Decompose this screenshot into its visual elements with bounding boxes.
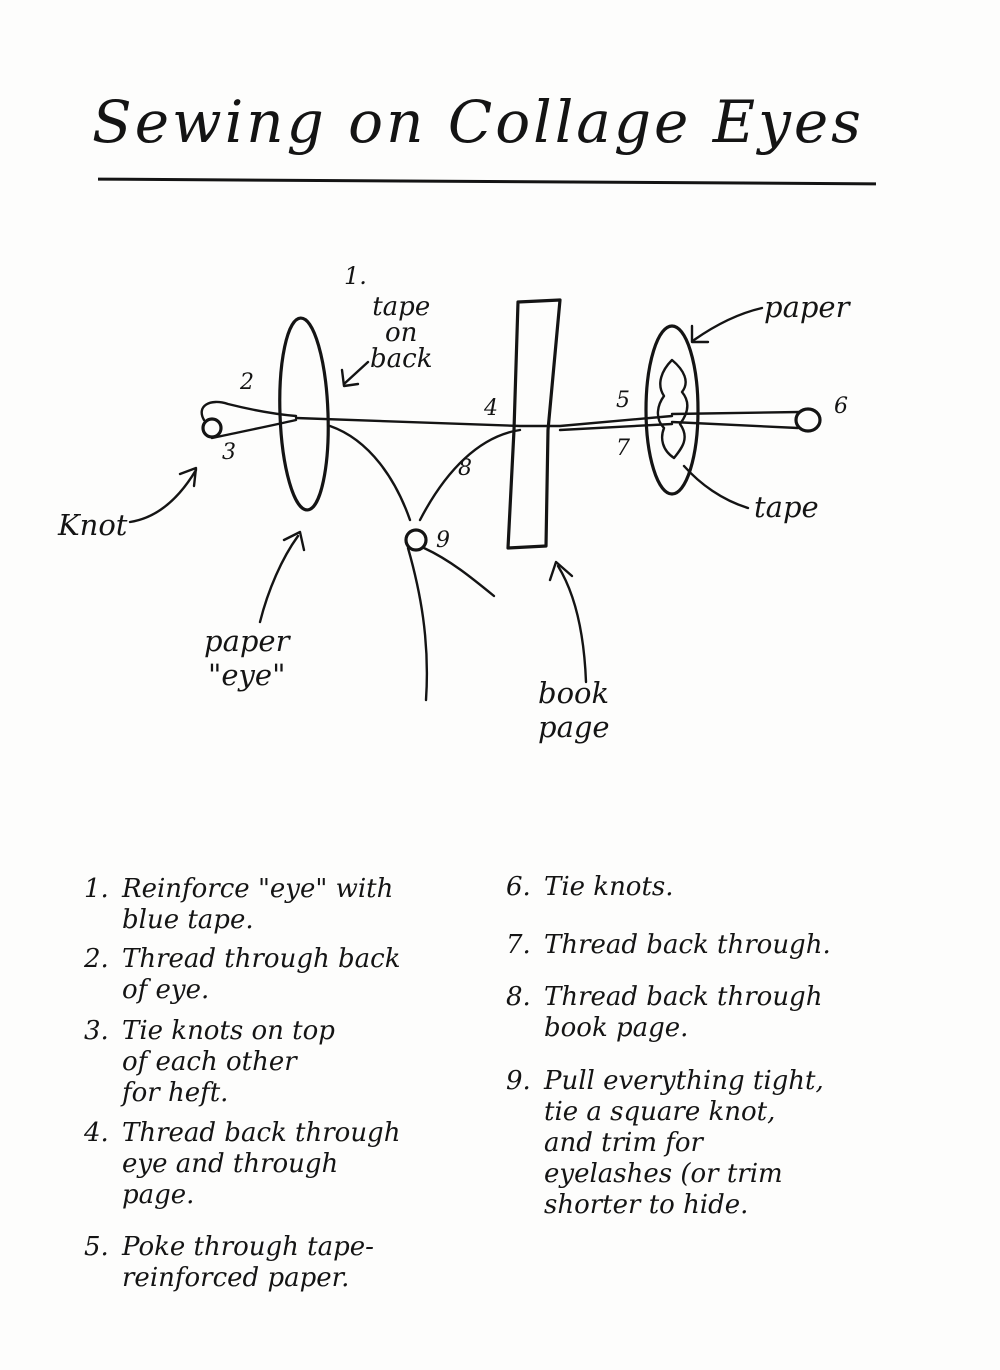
step-number: 9. xyxy=(506,1066,531,1096)
paper-label: paper xyxy=(764,290,850,324)
step-text: Thread through back of eye. xyxy=(122,944,401,1005)
tape-on-back-label: tape on back xyxy=(370,292,433,374)
thread-to-knot xyxy=(328,424,412,522)
thread-4-5 xyxy=(294,414,674,428)
steps-right: 6. Tie knots. 7. Thread back through. 8.… xyxy=(506,872,926,1272)
step-item: 3. Tie knots on top of each other for he… xyxy=(84,1016,335,1109)
knot-arrowhead xyxy=(178,466,198,488)
thread-number: 4 xyxy=(484,396,498,421)
tape-shape xyxy=(656,358,689,460)
step-text: Reinforce "eye" with blue tape. xyxy=(122,874,394,935)
step-number: 8. xyxy=(506,982,531,1012)
step-item: 7. Thread back through. xyxy=(506,930,831,961)
step-text: Tie knots. xyxy=(544,872,674,902)
knot-arrow xyxy=(128,468,198,524)
step-item: 1. Reinforce "eye" with blue tape. xyxy=(84,874,393,936)
thread-number: 7 xyxy=(616,436,630,461)
step-number: 2. xyxy=(84,944,109,974)
thread-number: 6 xyxy=(834,394,848,419)
eye-arrowhead xyxy=(282,530,306,552)
step-item: 8. Thread back through book page. xyxy=(506,982,822,1044)
thread-6 xyxy=(670,410,802,416)
step-text: Thread back through book page. xyxy=(544,982,823,1043)
thread-number: 9 xyxy=(436,528,450,553)
knot-right xyxy=(794,407,822,433)
step-number: 1. xyxy=(84,874,109,904)
step-text: Tie knots on top of each other for heft. xyxy=(122,1016,335,1108)
book-page-shape xyxy=(506,298,562,550)
tape-arrow xyxy=(682,464,750,510)
tape-back-arrow xyxy=(342,360,370,386)
thread-number: 2 xyxy=(240,370,254,395)
step-item: 9. Pull everything tight, tie a square k… xyxy=(506,1066,824,1221)
thread-number: 8 xyxy=(458,456,472,481)
step-number: 4. xyxy=(84,1118,109,1148)
tape-back-arrowhead xyxy=(340,368,360,388)
step-text: Pull everything tight, tie a square knot… xyxy=(544,1066,824,1220)
knot-label: Knot xyxy=(58,508,128,542)
sewing-diagram xyxy=(128,298,822,702)
thread-2 xyxy=(200,400,298,422)
thread-tail-2 xyxy=(422,546,496,598)
step-number: 5. xyxy=(84,1232,109,1262)
thread-number: 3 xyxy=(222,440,236,465)
step-item: 6. Tie knots. xyxy=(506,872,674,903)
knot-9 xyxy=(404,528,428,552)
steps-left: 1. Reinforce "eye" with blue tape. 2. Th… xyxy=(84,874,484,1304)
thread-number: 5 xyxy=(616,388,630,413)
step-number: 7. xyxy=(506,930,531,960)
page-title: Sewing on Collage Eyes xyxy=(92,88,864,156)
book-arrowhead xyxy=(548,560,574,582)
knot-left xyxy=(201,417,223,439)
eye-arrow xyxy=(258,534,300,624)
paper-arrowhead xyxy=(690,324,710,344)
thread-8 xyxy=(418,428,522,522)
step-item: 4. Thread back through eye and through p… xyxy=(84,1118,400,1211)
step-item: 5. Poke through tape- reinforced paper. xyxy=(84,1232,374,1294)
step-item: 2. Thread through back of eye. xyxy=(84,944,400,1006)
book-arrow xyxy=(556,564,588,684)
thread-tail-1 xyxy=(406,546,429,702)
paper-shape-right xyxy=(644,324,700,496)
step-number: 6. xyxy=(506,872,531,902)
tape-step-number: 1. xyxy=(344,262,367,290)
step-text: Thread back through. xyxy=(544,930,831,960)
thread-6b xyxy=(670,420,800,430)
tape-label: tape xyxy=(754,490,819,524)
step-number: 3. xyxy=(84,1016,109,1046)
book-page-label: book page xyxy=(538,676,610,744)
thread-3 xyxy=(210,418,298,440)
paper-eye-label: paper "eye" xyxy=(204,624,290,692)
step-text: Poke through tape- reinforced paper. xyxy=(122,1232,374,1293)
thread-7 xyxy=(558,422,674,432)
paper-arrow xyxy=(692,306,764,342)
step-text: Thread back through eye and through page… xyxy=(122,1118,401,1210)
